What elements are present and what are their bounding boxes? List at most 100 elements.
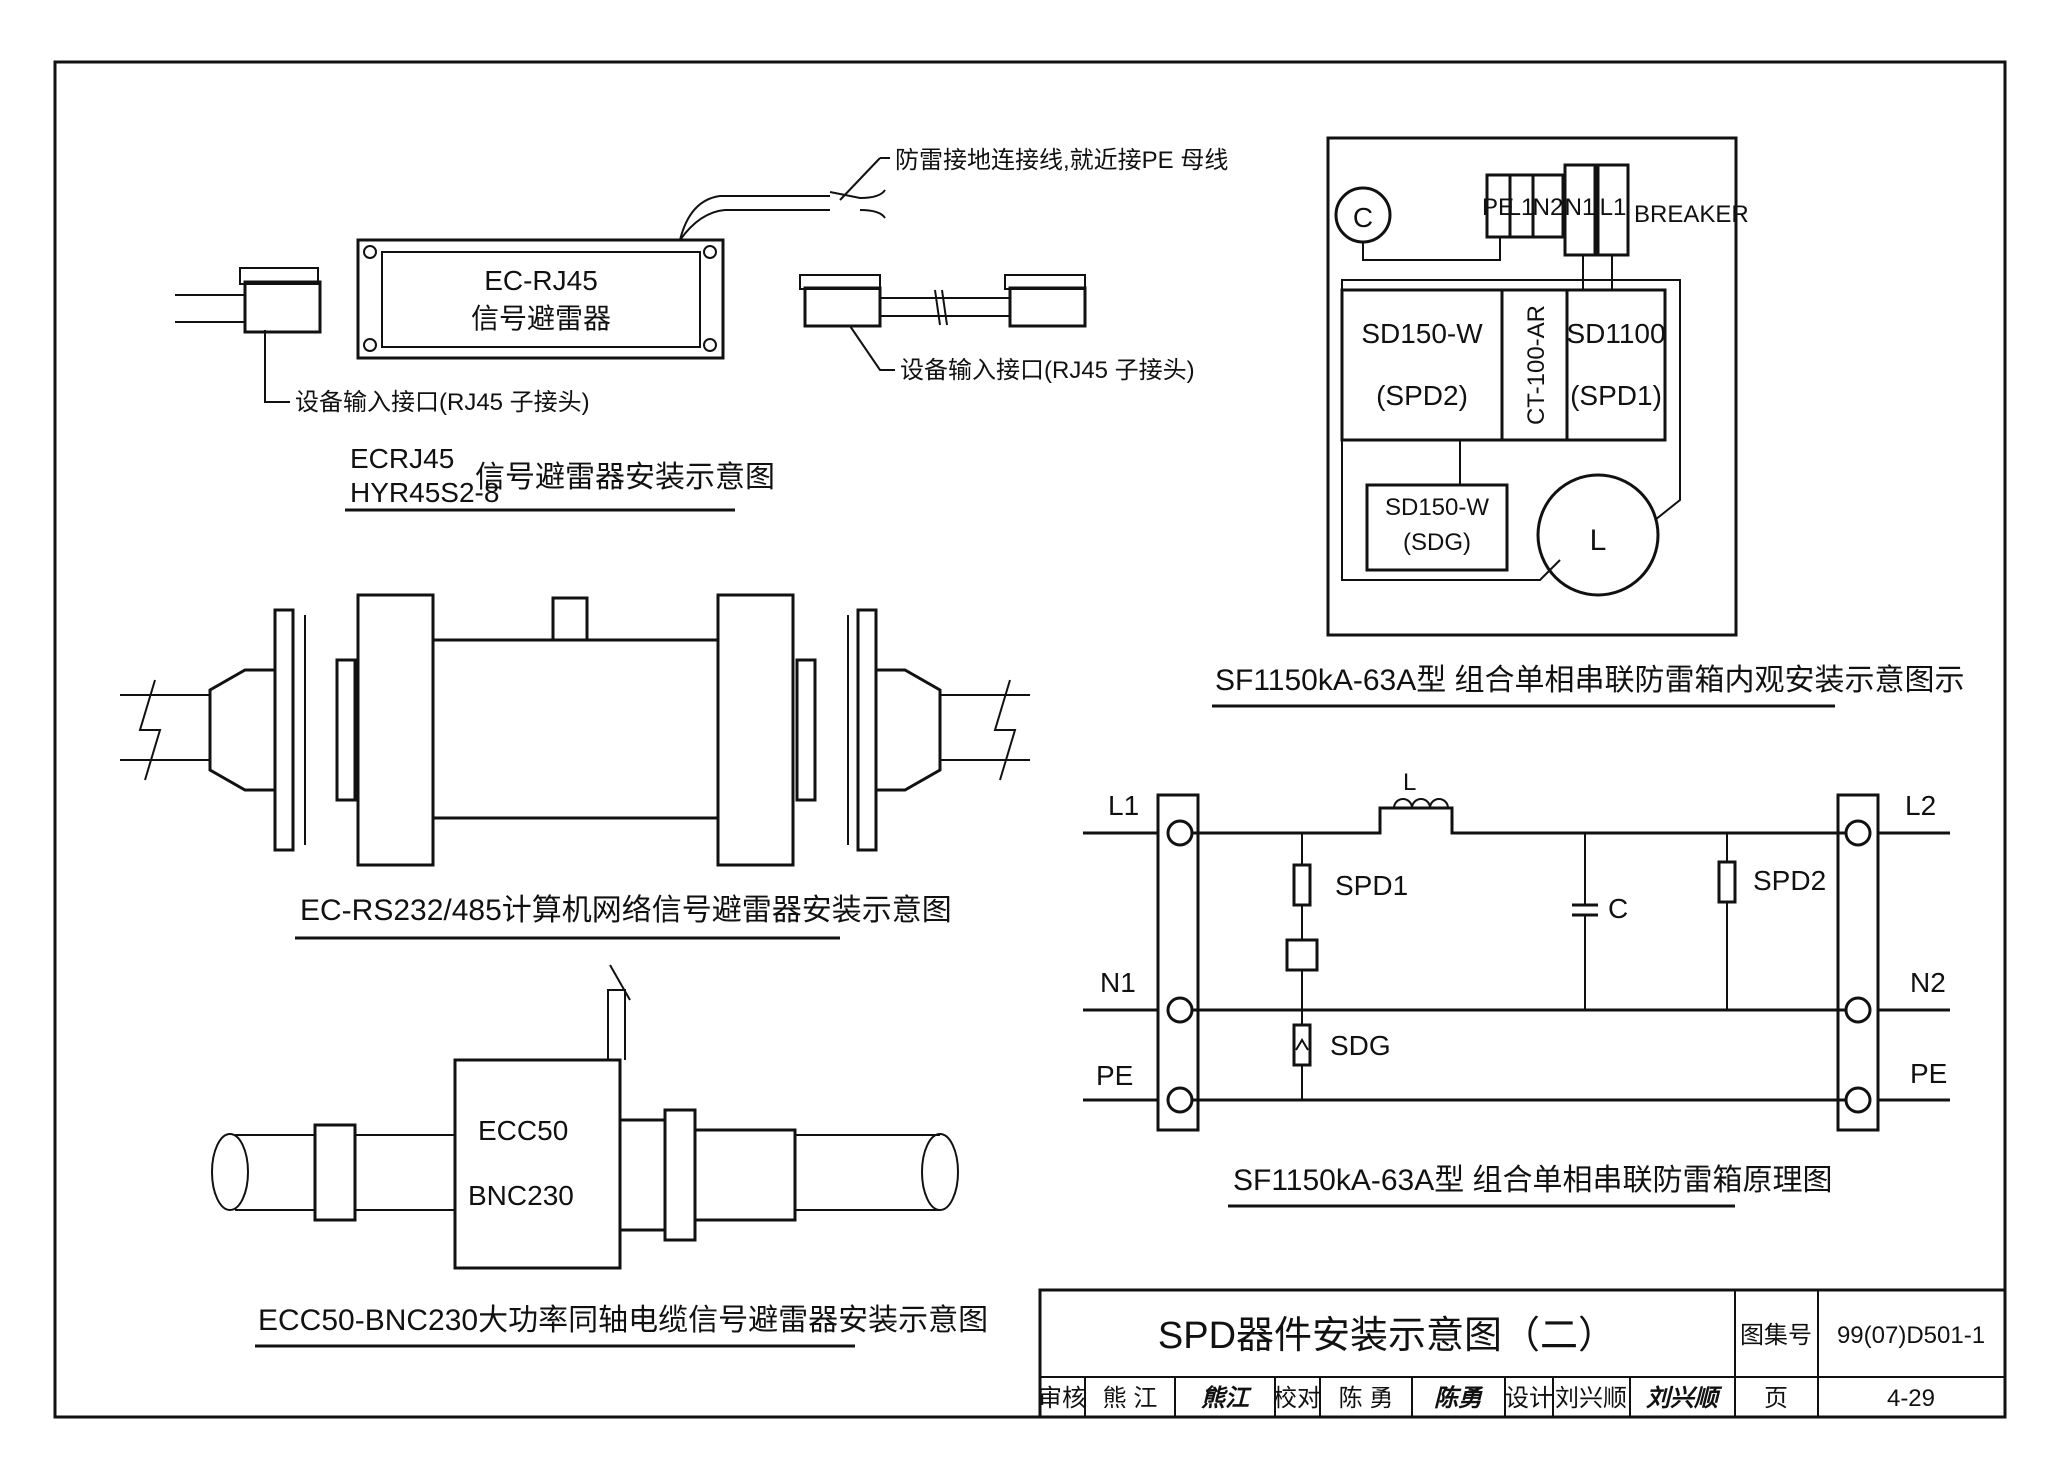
review-signature: 熊江 [1201, 1385, 1252, 1412]
spd2-label-1: SD150-W [1361, 318, 1483, 349]
spd2-module [1340, 288, 1504, 442]
box-view-caption: SF1150kA-63A型 组合单相串联防雷箱内观安装示意图示 [1215, 664, 1965, 697]
box-l-label: L [1590, 524, 1607, 557]
terminal-l1-node [1166, 819, 1194, 847]
inductor-coil [1393, 798, 1449, 809]
coax-right-cable [795, 1134, 940, 1211]
breaker-label: BREAKER [1634, 201, 1749, 228]
coax-ground-bracket [455, 989, 626, 1061]
rj45-left-plug [243, 280, 322, 334]
ct-label: CT-100-AR [1523, 305, 1550, 425]
rj45-device-label-1: EC-RJ45 [484, 265, 598, 296]
rj45-right-plug-clip [1004, 274, 1086, 290]
check-signature: 陈勇 [1434, 1385, 1484, 1412]
box-enclosure [1326, 136, 1738, 637]
rj45-mount-hole [363, 338, 377, 352]
review-name: 熊 江 [1103, 1385, 1158, 1412]
ground-note-leader [839, 157, 881, 201]
schematic-spd2-label: SPD2 [1753, 865, 1826, 896]
atlas-label: 图集号 [1740, 1322, 1812, 1349]
bnc-knurl [663, 1108, 697, 1242]
design-signature: 刘兴顺 [1646, 1385, 1723, 1412]
terminal-n2-label: N2 [1533, 194, 1564, 221]
box-wire [1362, 237, 1501, 261]
coax-connector-base [618, 1118, 667, 1232]
coax-ground-break [609, 964, 631, 1001]
arrester-right-end [716, 593, 795, 867]
box-wire [1341, 279, 1681, 521]
breaker-l1-label: L1 [1600, 194, 1627, 221]
db-right-connector-hood [874, 668, 942, 792]
rj45-mount-hole [703, 245, 717, 259]
design-label: 设计 [1505, 1385, 1553, 1412]
breaker-n1-label: N1 [1565, 194, 1596, 221]
schematic-cap-label: C [1608, 893, 1628, 924]
schematic-caption: SF1150kA-63A型 组合单相串联防雷箱原理图 [1233, 1164, 1833, 1197]
port-right-label: 设备输入接口(RJ45 子接头) [900, 357, 1195, 384]
rj45-diagram [175, 157, 1087, 403]
coax-left-cable-end [211, 1133, 249, 1211]
ground-stud [551, 596, 589, 642]
rj45-right-plug-left [803, 286, 882, 328]
title-block [1038, 1288, 2007, 1419]
db-left-flange [273, 608, 295, 852]
db-right-flange [856, 608, 878, 852]
arrester-right-pinstrip [795, 658, 817, 802]
rs232-caption: EC-RS232/485计算机网络信号避雷器安装示意图 [300, 894, 952, 927]
sdg-module [1365, 483, 1509, 572]
rj45-caption-model-2: HYR45S2-8 [350, 477, 499, 508]
port-left-leader [264, 330, 290, 403]
schematic-diagram [1083, 793, 1950, 1132]
breaker-l1 [1596, 163, 1630, 257]
schematic-n1: N1 [1100, 967, 1136, 998]
rj45-mount-hole [703, 338, 717, 352]
schematic-l2: L2 [1905, 790, 1936, 821]
schematic-pe-left: PE [1096, 1060, 1133, 1091]
check-name: 陈 勇 [1339, 1385, 1394, 1412]
spd1-label-1: SD1100 [1566, 318, 1665, 349]
cable-break-mark [138, 679, 162, 781]
rs232-diagram [120, 593, 1030, 867]
coax-label-1: ECC50 [478, 1115, 568, 1146]
right-terminal-bar [1836, 793, 1880, 1132]
terminal-n1-node [1166, 996, 1194, 1024]
rj45-left-plug-clip [239, 267, 319, 285]
schematic-pe-right: PE [1910, 1058, 1947, 1089]
page-label: 页 [1764, 1385, 1788, 1412]
rj45-right-plug-right [1008, 286, 1087, 328]
rj45-caption: 信号避雷器安装示意图 [475, 461, 775, 494]
bnc-plug [693, 1128, 797, 1222]
sdg-arrow-icon [1295, 1038, 1309, 1051]
schematic-spd1-label: SPD1 [1335, 870, 1408, 901]
rj45-caption-model-1: ECRJ45 [350, 443, 454, 474]
spd2-label-2: (SPD2) [1376, 380, 1468, 411]
design-name: 刘兴顺 [1555, 1385, 1627, 1412]
spd1-fuse-symbol [1285, 938, 1319, 972]
terminal-l2-node [1844, 819, 1872, 847]
port-right-leader [849, 325, 895, 371]
box-c-label: C [1353, 202, 1373, 233]
box-view-diagram [1326, 136, 1738, 637]
sheet-border [53, 60, 2007, 1419]
terminal-pe-left-node [1166, 1086, 1194, 1114]
rj45-ground-lead [679, 209, 830, 241]
coax-label-2: BNC230 [468, 1180, 574, 1211]
rj45-right-plug-clip [799, 274, 881, 290]
cable-break-mark [993, 679, 1017, 781]
review-label: 审核 [1038, 1385, 1086, 1412]
coax-diagram [211, 964, 959, 1270]
terminal-n2-node [1844, 996, 1872, 1024]
arrester-left-pinstrip [335, 658, 357, 802]
left-terminal-bar [1156, 793, 1200, 1132]
arrester-left-end [356, 593, 435, 867]
spd1-module [1565, 288, 1667, 442]
rj45-ground-lead [679, 195, 830, 241]
drawing-title: SPD器件安装示意图（二） [1158, 1315, 1616, 1357]
coax-arrester-body [453, 1058, 622, 1270]
spd1-symbol [1292, 863, 1312, 907]
port-left-label: 设备输入接口(RJ45 子接头) [295, 389, 590, 416]
atlas-number: 99(07)D501-1 [1837, 1322, 1985, 1349]
ground-note: 防雷接地连接线,就近接PE 母线 [895, 147, 1228, 174]
rj45-mount-hole [363, 245, 377, 259]
